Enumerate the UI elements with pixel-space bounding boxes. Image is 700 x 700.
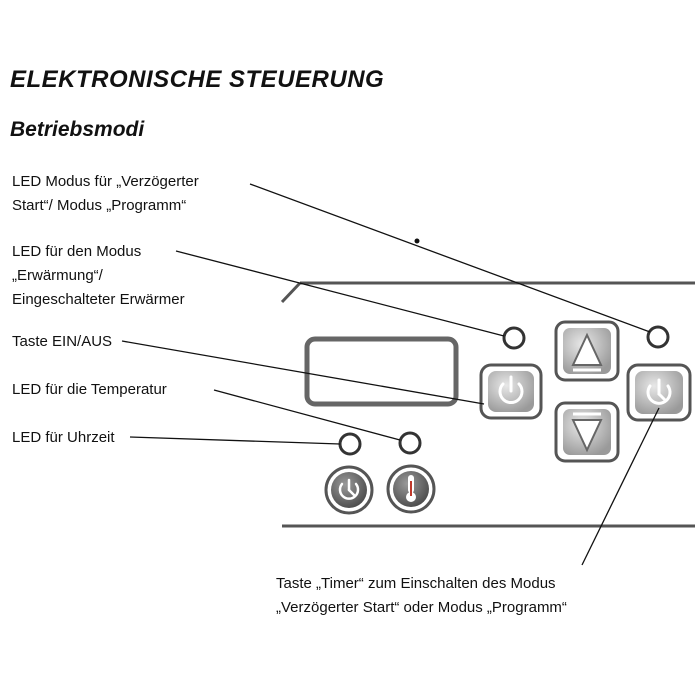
leader-button-timer [581,407,660,566]
label-led-delayed-start: LED Modus für „Verzögerter Start“/ Modus… [12,173,199,214]
leader-led-delayed-start [249,183,651,333]
leader-led-temperature [213,389,401,441]
panel-outline [280,281,695,528]
led-heating [502,326,526,350]
label-led-clock: LED für Uhrzeit [12,429,115,446]
clock-button[interactable] [324,465,374,515]
arrow-down-icon [571,412,603,453]
page-subtitle: Betriebsmodi [10,118,145,141]
timer-button[interactable] [626,363,692,422]
led-clock [338,432,362,456]
leader-led-clock [129,436,341,445]
temperature-button[interactable] [386,464,436,514]
clock-icon [338,478,360,500]
power-icon [498,375,524,404]
callout-lines [121,183,660,566]
leader-button-on-off [121,340,485,405]
up-button[interactable] [554,320,620,382]
page-title: ELEKTRONISCHE STEUERUNG [10,66,385,93]
leader-led-heating [175,250,505,337]
label-led-heating: LED für den Modus „Erwärmung“/ Eingescha… [12,243,185,308]
power-button[interactable] [479,363,543,420]
leader-dot [414,238,420,244]
down-button[interactable] [554,401,620,463]
thermometer-icon [406,475,416,502]
label-button-timer: Taste „Timer“ zum Einschalten des Modus … [276,575,567,616]
timer-icon [646,378,672,405]
arrow-up-icon [571,332,603,372]
led-delayed-start [646,325,670,349]
led-temperature [398,431,422,455]
label-led-temperature: LED für die Temperatur [12,381,167,398]
label-button-on-off: Taste EIN/AUS [12,333,113,350]
display-screen [304,336,459,407]
